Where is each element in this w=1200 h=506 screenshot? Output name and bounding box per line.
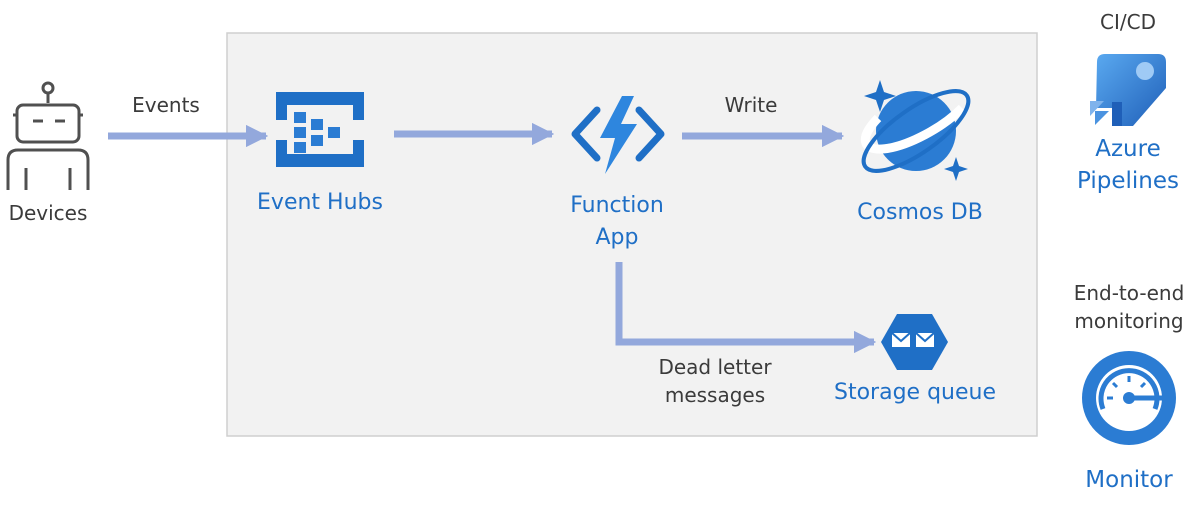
events-edge-label: Events <box>132 93 200 117</box>
cicd-heading: CI/CD <box>1100 10 1156 34</box>
function-app-label-line1: Function <box>570 193 664 218</box>
event-hubs-icon <box>276 92 364 167</box>
dead-letter-label-line2: messages <box>665 383 765 407</box>
azure-pipelines-label-line2: Pipelines <box>1077 168 1179 194</box>
azure-pipelines-label-line1: Azure <box>1095 136 1161 162</box>
dead-letter-arrow <box>615 262 877 354</box>
dead-letter-label-line1: Dead letter <box>658 355 772 379</box>
cosmos-db-icon <box>860 80 971 181</box>
event-hubs-label: Event Hubs <box>257 190 383 215</box>
monitoring-heading-line2: monitoring <box>1074 309 1183 333</box>
storage-queue-label: Storage queue <box>834 380 996 405</box>
function-app-icon <box>571 96 665 174</box>
monitor-gauge-icon <box>1082 351 1176 445</box>
monitoring-heading-line1: End-to-end <box>1074 281 1185 305</box>
function-app-label-line2: App <box>596 225 639 250</box>
robot-icon <box>6 81 90 190</box>
write-edge-label: Write <box>725 93 778 117</box>
storage-queue-icon <box>881 314 948 370</box>
monitor-label: Monitor <box>1085 467 1173 493</box>
azure-pipelines-icon <box>1090 54 1166 126</box>
cosmos-db-label: Cosmos DB <box>857 200 983 225</box>
devices-label: Devices <box>9 201 88 225</box>
